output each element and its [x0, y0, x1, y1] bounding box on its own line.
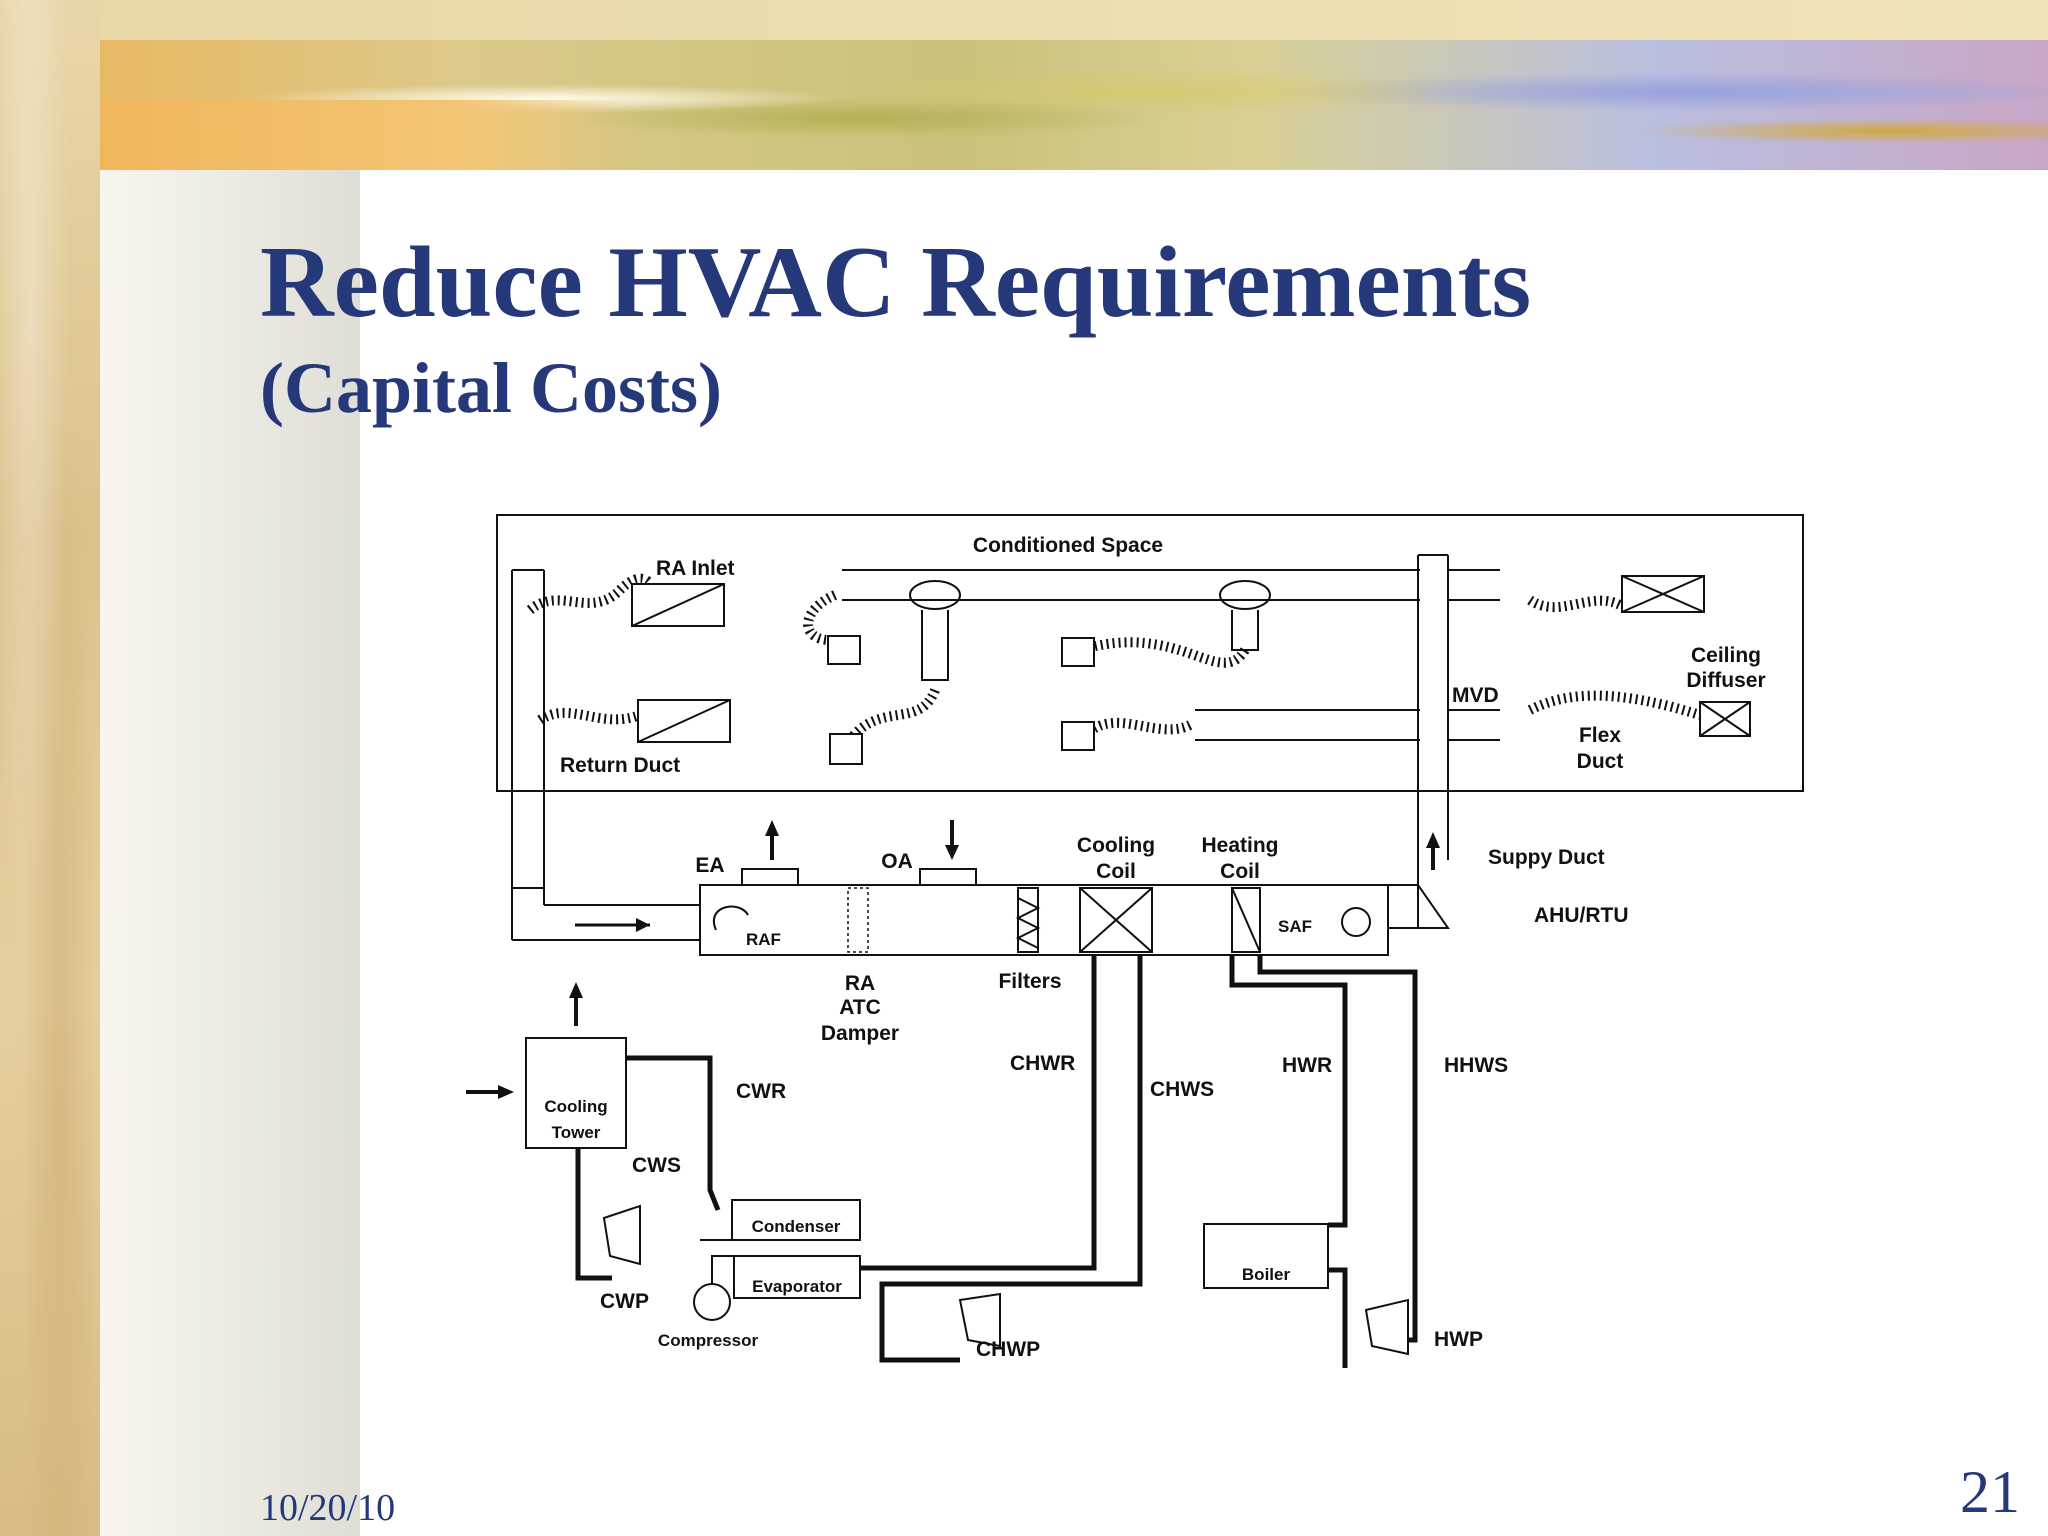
ra-inlet-grille-diag — [631, 583, 725, 627]
ahu-housing — [699, 884, 1389, 956]
ceiling-diffuser-upper-x — [1621, 575, 1705, 613]
label-evaporator: Evaporator — [752, 1277, 842, 1296]
header-accent-band — [68, 100, 628, 170]
label-boiler: Boiler — [1242, 1265, 1291, 1284]
footer-date: 10/20/10 — [260, 1487, 396, 1529]
supply-trunk-lower — [1195, 709, 1420, 741]
saf-fan-symbol — [1341, 907, 1371, 937]
flex-duct-f — [1527, 690, 1702, 720]
label-mvd: MVD — [1452, 684, 1499, 707]
evaporator — [733, 1255, 861, 1299]
label-return-duct: Return Duct — [560, 754, 680, 777]
ceiling-diffuser-lower-x — [1699, 701, 1751, 737]
label-hwr: HWR — [1282, 1054, 1332, 1077]
slide-subtitle: (Capital Costs) — [260, 348, 722, 428]
label-ahu-rtu: AHU/RTU — [1534, 904, 1629, 927]
diffuser-c — [1061, 637, 1095, 667]
ra-atc-damper-symbol — [847, 887, 869, 953]
slide-title: Reduce HVAC Requirements — [260, 226, 1532, 339]
return-grille-diag — [637, 699, 731, 743]
ea-damper — [741, 868, 799, 886]
hw-return-to-pump — [1328, 1267, 1348, 1368]
return-flow-arrowhead — [636, 918, 650, 932]
chwp-pump — [958, 1292, 1001, 1348]
supply-riser-duct — [1417, 555, 1449, 928]
chws-pipe — [879, 955, 1143, 1363]
label-chwr: CHWR — [1010, 1052, 1075, 1075]
label-oa: OA — [881, 850, 913, 873]
label-ra: RA — [845, 972, 875, 995]
label-saf: SAF — [1278, 917, 1312, 936]
diffuser-a — [827, 635, 861, 665]
left-texture-strip — [0, 0, 100, 1536]
label-conditioned-space: Conditioned Space — [973, 534, 1163, 557]
filters-zigzag — [1015, 897, 1041, 949]
supply-arrowhead — [1426, 832, 1440, 848]
compressor — [693, 1283, 731, 1321]
ea-arrowhead — [765, 820, 779, 836]
conditioned-space-box — [496, 514, 1804, 792]
flex-duct-d — [1089, 717, 1193, 735]
label-cws: CWS — [632, 1154, 681, 1177]
chwr-pipe — [860, 955, 1097, 1271]
label-condenser: Condenser — [752, 1217, 841, 1236]
cws-pipe — [575, 1148, 612, 1281]
label-cooling-coil-1: Cooling — [1077, 834, 1155, 857]
label-flex: Flex — [1579, 724, 1621, 747]
hwp-pump — [1364, 1298, 1409, 1356]
cwr-pipe — [626, 1055, 721, 1211]
heating-coil-diag — [1231, 887, 1261, 953]
ahu-supply-transition — [1388, 884, 1450, 929]
label-cooling-tower-1: Cooling — [544, 1097, 607, 1116]
flex-duct-b — [846, 687, 940, 744]
slide-number: 21 — [1960, 1459, 2020, 1525]
cooling-coil-x — [1079, 887, 1153, 953]
label-ea: EA — [695, 854, 724, 877]
cooling-tower — [525, 1037, 627, 1149]
label-filters: Filters — [998, 970, 1061, 993]
label-atc: ATC — [839, 996, 881, 1019]
label-heating-coil-2: Coil — [1220, 860, 1260, 883]
compressor-connections — [700, 1239, 734, 1284]
label-heating-coil-1: Heating — [1201, 834, 1278, 857]
label-compressor: Compressor — [658, 1331, 759, 1350]
supply-trunk-upper — [842, 569, 1420, 601]
label-chwp: CHWP — [976, 1338, 1040, 1361]
label-hhws: HHWS — [1444, 1054, 1508, 1077]
return-riser-duct — [511, 570, 545, 940]
label-diffuser: Diffuser — [1686, 669, 1765, 692]
label-cooling-tower-2: Tower — [552, 1123, 601, 1142]
label-raf: RAF — [746, 930, 781, 949]
label-ceiling: Ceiling — [1691, 644, 1761, 667]
oa-damper — [919, 868, 977, 886]
condenser — [731, 1199, 861, 1241]
tower-intake-arrowhead — [498, 1085, 514, 1099]
takeoff-2 — [1219, 580, 1271, 610]
takeoff-1 — [909, 580, 961, 610]
oa-arrowhead — [945, 845, 959, 860]
tower-exhaust-arrowhead — [569, 982, 583, 998]
label-supply-duct: Suppy Duct — [1488, 846, 1605, 869]
left-shaded-panel — [100, 170, 360, 1536]
raf-fan-symbol — [712, 905, 749, 931]
takeoff-1-drop — [921, 610, 949, 681]
flex-duct-c — [1078, 637, 1250, 668]
diffuser-b — [829, 733, 863, 765]
label-ra-inlet: RA Inlet — [656, 557, 735, 580]
label-hwp: HWP — [1434, 1328, 1483, 1351]
label-cooling-coil-2: Coil — [1096, 860, 1136, 883]
label-cwr: CWR — [736, 1080, 786, 1103]
hwr-pipe — [1229, 955, 1348, 1228]
diffuser-d — [1061, 721, 1095, 751]
label-duct: Duct — [1577, 750, 1624, 773]
label-chws: CHWS — [1150, 1078, 1214, 1101]
boiler — [1203, 1223, 1329, 1289]
return-air-duct — [512, 904, 700, 941]
cwp-pump — [602, 1204, 641, 1266]
label-cwp: CWP — [600, 1290, 649, 1313]
supply-branches — [1448, 569, 1500, 741]
label-damper: Damper — [821, 1022, 899, 1045]
